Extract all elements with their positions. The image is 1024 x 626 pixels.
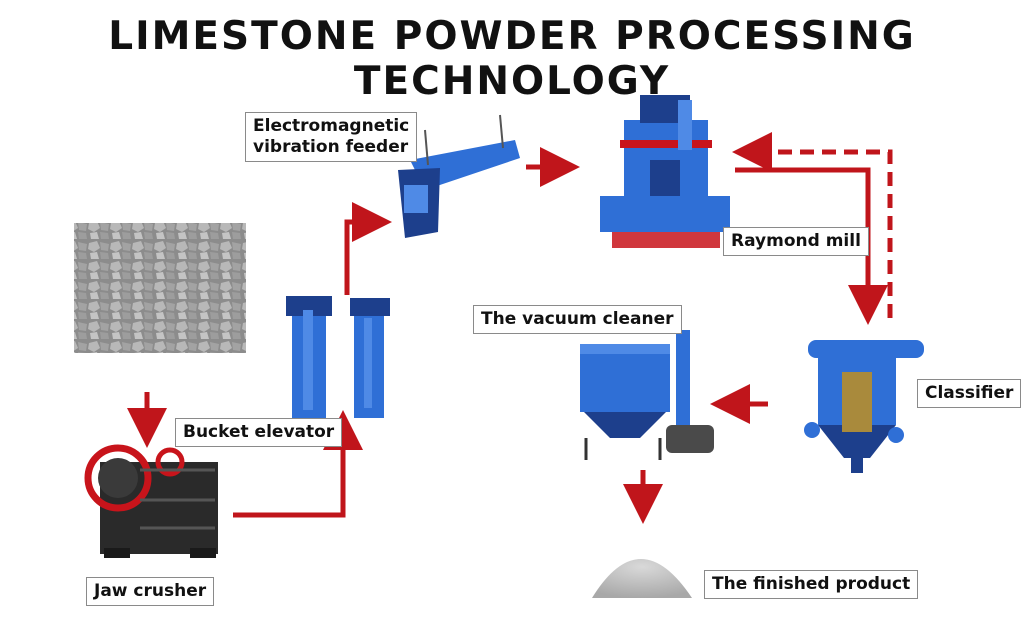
label-vibration-feeder: Electromagnetic vibration feeder — [245, 112, 418, 162]
limestone-stones-image — [74, 223, 246, 353]
process-arrows — [127, 132, 893, 524]
label-vibration-feeder-line2: vibration feeder — [253, 137, 409, 157]
jaw-crusher-machine — [84, 444, 218, 558]
label-vibration-feeder-line1: Electromagnetic — [253, 116, 410, 136]
label-finished-product: The finished product — [704, 570, 919, 599]
bucket-elevator-machine — [286, 296, 390, 418]
arrow-classifier-return-dashed — [732, 132, 893, 318]
powder-pile — [592, 559, 692, 598]
label-classifier: Classifier — [917, 379, 1022, 408]
vibration-feeder-machine — [398, 114, 520, 238]
arrow-mill-to-classifier — [735, 167, 888, 325]
label-bucket-elevator: Bucket elevator — [175, 418, 343, 447]
label-jaw-crusher: Jaw crusher — [86, 577, 215, 606]
classifier-machine — [804, 340, 924, 473]
raymond-mill-machine — [600, 95, 730, 248]
label-vacuum-cleaner: The vacuum cleaner — [473, 305, 682, 334]
page-title: LIMESTONE POWDER PROCESSING TECHNOLOGY — [108, 14, 916, 104]
label-raymond-mill: Raymond mill — [723, 227, 869, 256]
arrow-elevator-to-feeder — [344, 202, 392, 295]
arrow-crusher-to-elevator — [233, 410, 363, 518]
vacuum-cleaner-machine — [580, 330, 714, 460]
